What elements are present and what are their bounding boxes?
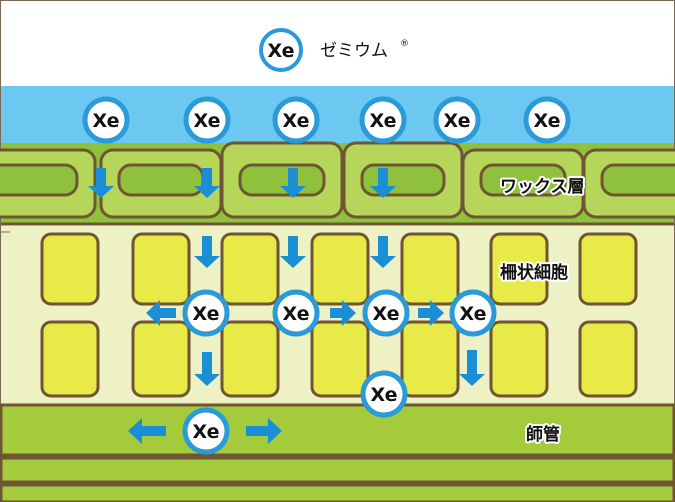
chloroplast-cell — [220, 232, 280, 306]
xe-molecule-ring — [523, 96, 571, 144]
arrow-left — [146, 300, 176, 326]
xe-molecule-ring — [183, 96, 231, 144]
phloem-layer — [0, 403, 675, 457]
xe-molecule: Xe — [360, 370, 408, 418]
wax-cell-inner — [238, 163, 326, 197]
xe-molecule: Xe — [272, 289, 320, 337]
chloroplast-cell — [310, 232, 370, 306]
xe-molecule-label: Xe — [372, 303, 399, 325]
lower-tissue-strip-1 — [0, 456, 675, 484]
xe-molecule-ring — [272, 96, 320, 144]
chloroplast-cell — [310, 320, 370, 398]
xe-molecule-label: Xe — [193, 110, 220, 132]
arrow-down — [370, 236, 396, 268]
chloroplast-cell — [220, 320, 280, 398]
wax-cell-inner — [117, 163, 205, 197]
xe-molecule-label: Xe — [282, 110, 309, 132]
wax-cell-inner — [479, 163, 567, 197]
diffusion-arrows — [88, 168, 485, 444]
xe-molecule: Xe — [449, 289, 497, 337]
chloroplast-cell — [489, 232, 549, 306]
header-xe-text: Xe — [267, 40, 294, 62]
xe-molecule-label: Xe — [370, 384, 397, 406]
registered-mark: ® — [400, 39, 409, 49]
xe-molecule-ring — [362, 289, 410, 337]
xe-molecule-ring — [182, 289, 230, 337]
arrow-down — [88, 168, 114, 198]
header: Xe ゼミウム ® — [259, 28, 409, 72]
product-name: ゼミウム — [320, 41, 388, 61]
arrow-down — [370, 168, 396, 198]
chloroplast-cell — [40, 320, 100, 398]
xe-molecule: Xe — [182, 407, 230, 455]
arrow-right — [246, 418, 282, 444]
arrow-down — [280, 236, 306, 268]
xe-molecule-label: Xe — [369, 110, 396, 132]
chloroplast-cell — [131, 320, 191, 398]
xe-molecule: Xe — [182, 289, 230, 337]
xe-molecule-label: Xe — [533, 110, 560, 132]
chloroplast-cell — [40, 232, 100, 306]
xe-molecule: Xe — [82, 96, 130, 144]
xe-molecule: Xe — [272, 96, 320, 144]
xe-molecule-ring — [272, 289, 320, 337]
wax-cell-inner — [0, 163, 79, 197]
arrow-right — [330, 300, 356, 326]
palisade-cells — [40, 232, 638, 398]
xe-molecule-label: Xe — [192, 421, 219, 443]
xe-molecule-label: Xe — [459, 303, 486, 325]
xe-molecule-label: Xe — [192, 303, 219, 325]
xe-molecule-ring — [182, 407, 230, 455]
xe-molecule: Xe — [359, 96, 407, 144]
chloroplast-cell — [131, 232, 191, 306]
wax-cell-inner — [360, 163, 446, 197]
chloroplast-cell — [489, 320, 549, 398]
xe-molecule: Xe — [433, 96, 481, 144]
arrow-right — [418, 300, 444, 326]
xe-molecule-label: Xe — [92, 110, 119, 132]
arrow-down — [194, 236, 220, 268]
wax-cell-inner — [600, 163, 675, 197]
xe-molecule-ring — [82, 96, 130, 144]
arrow-left — [128, 418, 166, 444]
xe-molecule: Xe — [523, 96, 571, 144]
xe-molecule: Xe — [183, 96, 231, 144]
xe-molecule-ring — [360, 370, 408, 418]
arrow-down — [459, 350, 485, 386]
xe-molecule-label: Xe — [282, 303, 309, 325]
header-xe-badge — [259, 28, 303, 72]
chloroplast-cell — [578, 232, 638, 306]
chloroplast-cell — [578, 320, 638, 398]
arrow-down — [280, 168, 306, 198]
lower-tissue-strip-2 — [0, 483, 675, 502]
xe-molecule-ring — [433, 96, 481, 144]
chloroplast-cell — [400, 232, 460, 306]
xe-molecule-ring — [359, 96, 407, 144]
chloroplast-cell — [400, 320, 460, 398]
arrow-down — [194, 168, 220, 198]
xe-molecule: Xe — [362, 289, 410, 337]
wax-layer-label: ワックス層 — [500, 177, 585, 197]
xe-molecule-ring — [449, 289, 497, 337]
xe-molecule-label: Xe — [443, 110, 470, 132]
arrow-down — [194, 352, 220, 386]
palisade-layer-label: 柵状細胞 — [500, 262, 568, 283]
phloem-layer-label: 師管 — [526, 424, 560, 445]
